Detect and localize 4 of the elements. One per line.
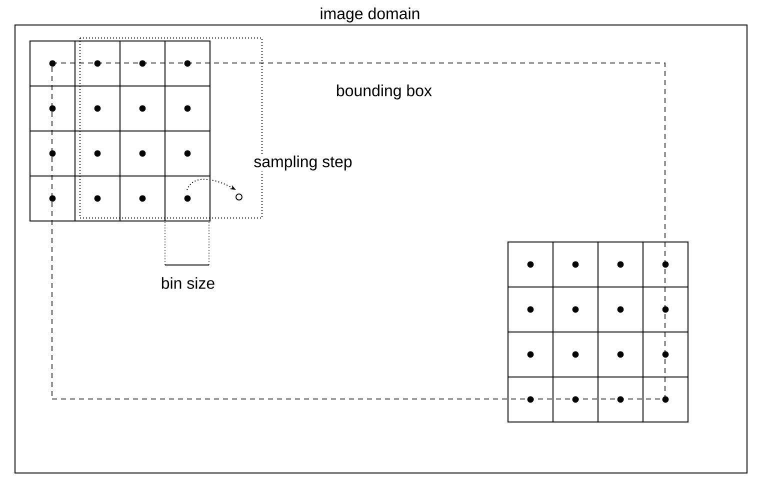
box-label: bounding box bbox=[337, 84, 432, 100]
annotation-label: bin size bbox=[160, 276, 216, 290]
frame-title: image domain bbox=[320, 8, 420, 22]
annotation-label: sampling step bbox=[252, 154, 354, 172]
